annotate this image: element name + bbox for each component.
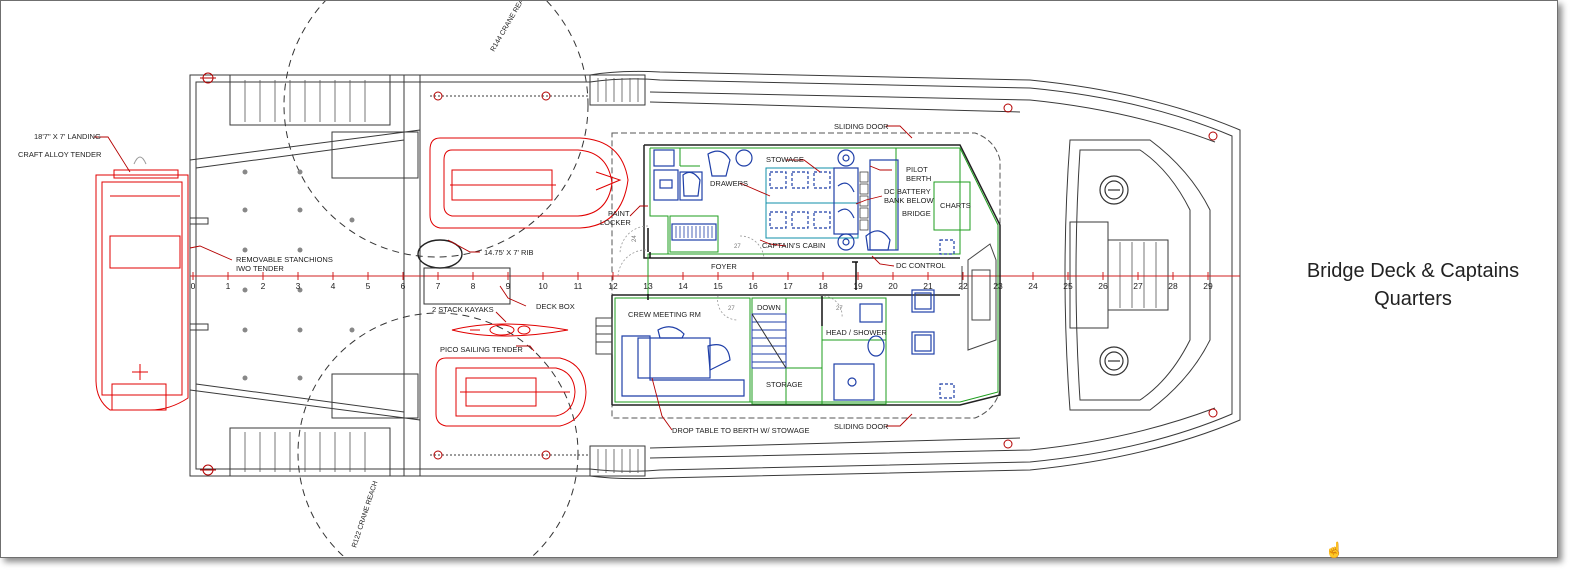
captains-cabin-label: CAPTAIN'S CABIN — [762, 241, 825, 250]
bow-winch-top — [1099, 175, 1129, 205]
frame-number: 21 — [923, 281, 933, 291]
landing-craft-tender — [95, 156, 189, 411]
kayaks-label: 2 STACK KAYAKS — [432, 305, 494, 314]
bow-winch-bottom — [1099, 346, 1129, 376]
blue-furniture — [621, 149, 955, 401]
sliding-door-bottom-label: SLIDING DOOR — [834, 422, 889, 431]
exterior-steps — [595, 317, 613, 355]
pico-sailing-tender — [435, 357, 587, 427]
frame-number: 20 — [888, 281, 898, 291]
door-swings — [617, 225, 843, 321]
frame-number: 12 — [608, 281, 618, 291]
frame-number: 5 — [366, 281, 371, 291]
frame-number: 8 — [471, 281, 476, 291]
paint-locker-label: LOCKER — [600, 218, 631, 227]
frame-number: 11 — [574, 281, 583, 291]
bridge-label: BRIDGE — [902, 209, 931, 218]
rib-label: 14.75' X 7' RIB — [484, 248, 534, 257]
charts-label: CHARTS — [940, 201, 971, 210]
kayaks — [451, 323, 569, 337]
deck-box-rect — [423, 267, 511, 305]
crane-reach-label-top: R144 CRANE REACH — [490, 0, 531, 53]
frame-number: 15 — [713, 281, 723, 291]
deck-box-label: DECK BOX — [536, 302, 575, 311]
frame-numbers: 0 1 2 3 4 5 6 7 8 9 10 11 12 13 14 15 16… — [191, 281, 1213, 291]
frame-number: 6 — [401, 281, 406, 291]
frame-number: 26 — [1098, 281, 1108, 291]
landing-craft-label: CRAFT ALLOY TENDER — [18, 150, 102, 159]
frame-number: 0 — [191, 281, 196, 291]
down-label: DOWN — [757, 303, 781, 312]
stairs-down — [751, 313, 787, 369]
frame-number: 16 — [748, 281, 758, 291]
hull — [189, 70, 1241, 480]
crane-reach-label-bottom: R122 CRANE REACH — [351, 480, 379, 548]
captain-berth — [765, 167, 859, 239]
frame-number: 19 — [853, 281, 863, 291]
dimension-label: 27 — [836, 306, 843, 312]
frame-number: 27 — [1133, 281, 1143, 291]
dimension-label: 24 — [632, 235, 638, 242]
frame-number: 9 — [506, 281, 511, 291]
head-shower-label: HEAD / SHOWER — [826, 328, 887, 337]
drop-table-label: DROP TABLE TO BERTH W/ STOWAGE — [672, 426, 810, 435]
deck-fastener-points — [242, 169, 355, 381]
leader-lines — [94, 125, 913, 431]
frame-number: 28 — [1168, 281, 1178, 291]
sliding-door-top-label: SLIDING DOOR — [834, 122, 889, 131]
frame-number: 4 — [331, 281, 336, 291]
stowage-label: STOWAGE — [766, 155, 804, 164]
pilot-berth-label: BERTH — [906, 174, 931, 183]
frame-number: 25 — [1063, 281, 1073, 291]
frame-number: 14 — [678, 281, 688, 291]
frame-number: 22 — [958, 281, 968, 291]
dimension-label: 27 — [734, 244, 741, 250]
crane-reach-circle-top — [283, 1, 589, 258]
foyer-label: FOYER — [711, 262, 737, 271]
landing-craft-label: 18'7" X 7' LANDING — [34, 132, 101, 141]
pilot-berth-label: PILOT — [906, 165, 928, 174]
frame-number: 10 — [538, 281, 548, 291]
dc-battery-label: BANK BELOW — [884, 196, 935, 205]
drawers-label: DRAWERS — [710, 179, 748, 188]
house-walls — [611, 144, 1001, 406]
stanchions-label: IWO TENDER — [236, 264, 284, 273]
crane-reach-circles — [283, 1, 589, 556]
sailing-tender-label: PICO SAILING TENDER — [440, 345, 523, 354]
dc-control-label: DC CONTROL — [896, 261, 946, 270]
storage-label: STORAGE — [766, 380, 803, 389]
frame-number: 29 — [1203, 281, 1213, 291]
crane-reach-circle-bottom — [297, 312, 579, 556]
frame-number: 7 — [436, 281, 441, 291]
frame-number: 24 — [1028, 281, 1038, 291]
stanchions-label: REMOVABLE STANCHIONS — [236, 255, 333, 264]
dimension-label: 27 — [728, 306, 735, 312]
helm-console — [961, 243, 997, 351]
paint-locker-label: PAINT — [608, 209, 630, 218]
frame-number: 17 — [783, 281, 793, 291]
frame-number: 3 — [296, 281, 301, 291]
dc-battery-label: DC BATTERY — [884, 187, 931, 196]
rib-tender — [429, 137, 629, 229]
frame-number: 1 — [226, 281, 231, 291]
cleats — [200, 72, 1218, 476]
frame-number: 18 — [818, 281, 828, 291]
hand-cursor-icon: ☝ — [1325, 542, 1344, 559]
frame-number: 2 — [261, 281, 266, 291]
crew-meeting-label: CREW MEETING RM — [628, 310, 701, 319]
page-title: Bridge Deck & Captains Quarters — [1306, 260, 1520, 310]
door-markers — [647, 228, 858, 326]
